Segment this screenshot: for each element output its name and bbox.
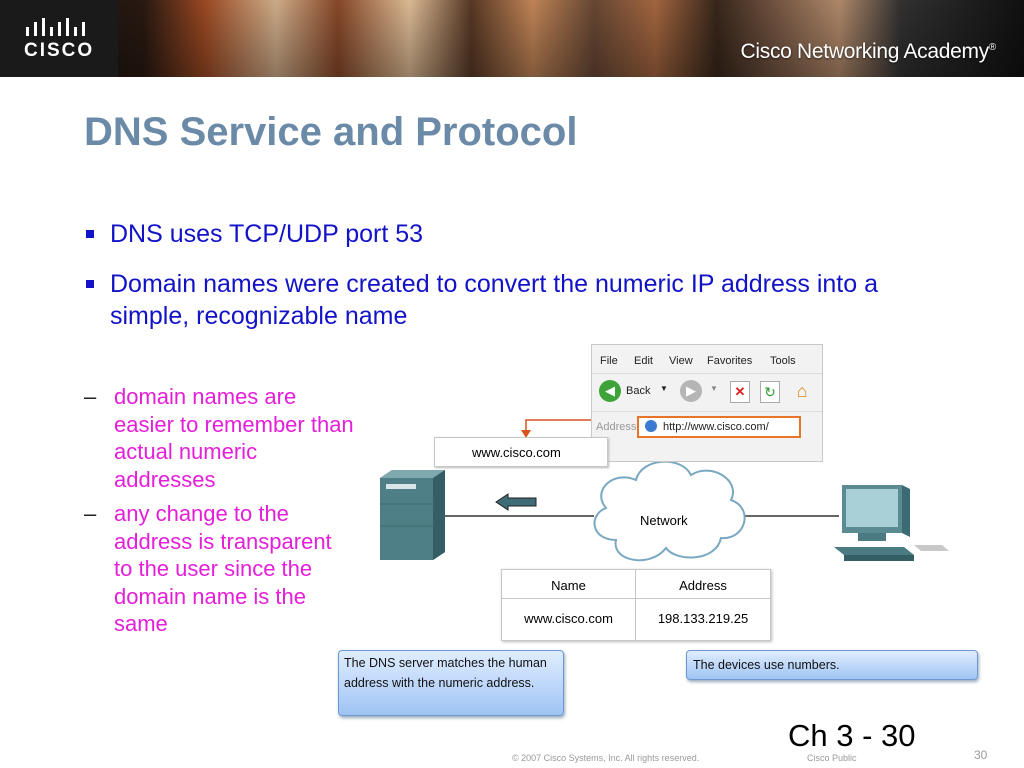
forward-dropdown-icon[interactable]: ▼ [710,384,718,393]
cisco-logo: CISCO [0,0,118,77]
menu-item-edit[interactable]: Edit [634,355,653,367]
menu-item-favorites[interactable]: Favorites [707,355,753,367]
footer-copyright: © 2007 Cisco Systems, Inc. All rights re… [512,753,700,763]
table-col-name: Name www.cisco.com [502,570,635,640]
sub-bullet-dash: – [84,501,97,526]
menu-item-tools[interactable]: Tools [770,355,796,367]
bullet-square-icon [86,230,94,238]
browser-menubar: File Edit View Favorites Tools [592,345,822,373]
note-dns-server-matches: The DNS server matches the human address… [338,650,564,716]
sub-bullet-easier-text: domain names are easier to remember than… [114,384,354,492]
domain-callout: www.cisco.com [434,437,608,467]
table-col-address: Address 198.133.219.25 [636,570,770,640]
menu-item-file[interactable]: File [600,355,618,367]
table-cell-address: 198.133.219.25 [657,611,749,626]
sub-bullet-dash: – [84,384,97,409]
sub-bullet-transparent-text: any change to the address is transparent… [114,501,332,636]
address-bar-row: Address http://www.cisco.com/ [592,411,822,438]
back-button[interactable]: Back [626,385,651,397]
stop-icon[interactable]: ✕ [730,381,750,403]
banner-photo-strip [0,0,1024,77]
back-arrow-icon[interactable]: ◀ [599,380,621,402]
network-cloud-label: Network [640,513,688,528]
bullet-square-icon [86,280,94,288]
dns-server-icon [380,470,445,560]
address-input[interactable]: http://www.cisco.com/ [637,416,801,438]
bullet-domain-names: Domain names were created to convert the… [86,268,930,332]
forward-arrow-icon[interactable]: ▶ [680,380,702,402]
table-header-name: Name [551,578,586,593]
ie-page-icon [645,420,657,432]
bullet-port-text: DNS uses TCP/UDP port 53 [110,220,424,248]
note-devices-use-numbers: The devices use numbers. [686,650,978,680]
dns-diagram: Network File Edit View Favorites Tools ◀… [336,340,996,720]
academy-title: Cisco Networking Academy® [740,40,997,63]
table-header-address: Address [679,578,727,593]
page-number: 30 [974,748,988,762]
slide-title: DNS Service and Protocol [84,110,578,154]
sub-bullet-transparent: – any change to the address is transpare… [84,500,354,638]
footer-classification: Cisco Public [807,753,857,763]
bullet-port: DNS uses TCP/UDP port 53 [86,218,930,250]
cisco-bars-icon [26,18,85,36]
browser-window: File Edit View Favorites Tools ◀ Back ▼ … [591,344,823,462]
home-icon[interactable]: ⌂ [796,381,808,401]
address-label: Address [596,421,637,433]
back-dropdown-icon[interactable]: ▼ [660,384,668,393]
header-banner: CISCO Cisco Networking Academy® [0,0,1024,77]
sub-bullet-easier: – domain names are easier to remember th… [84,383,354,493]
dns-lookup-table: Name www.cisco.com Address 198.133.219.2… [501,569,771,641]
bullet-domain-names-text: Domain names were created to convert the… [110,270,878,330]
menu-item-view[interactable]: View [669,355,693,367]
refresh-icon[interactable]: ↻ [760,381,780,403]
logo-text: CISCO [24,40,95,61]
table-divider-vertical [635,570,636,640]
chapter-slide-number: Ch 3 - 30 [788,718,916,753]
domain-callout-text: www.cisco.com [472,445,561,460]
browser-toolbar: ◀ Back ▼ ▶ ▼ ✕ ↻ ⌂ [592,373,822,410]
table-cell-name: www.cisco.com [524,611,613,626]
address-url: http://www.cisco.com/ [663,421,769,433]
table-divider-horizontal [502,598,770,599]
pc-workstation-icon [834,485,949,561]
